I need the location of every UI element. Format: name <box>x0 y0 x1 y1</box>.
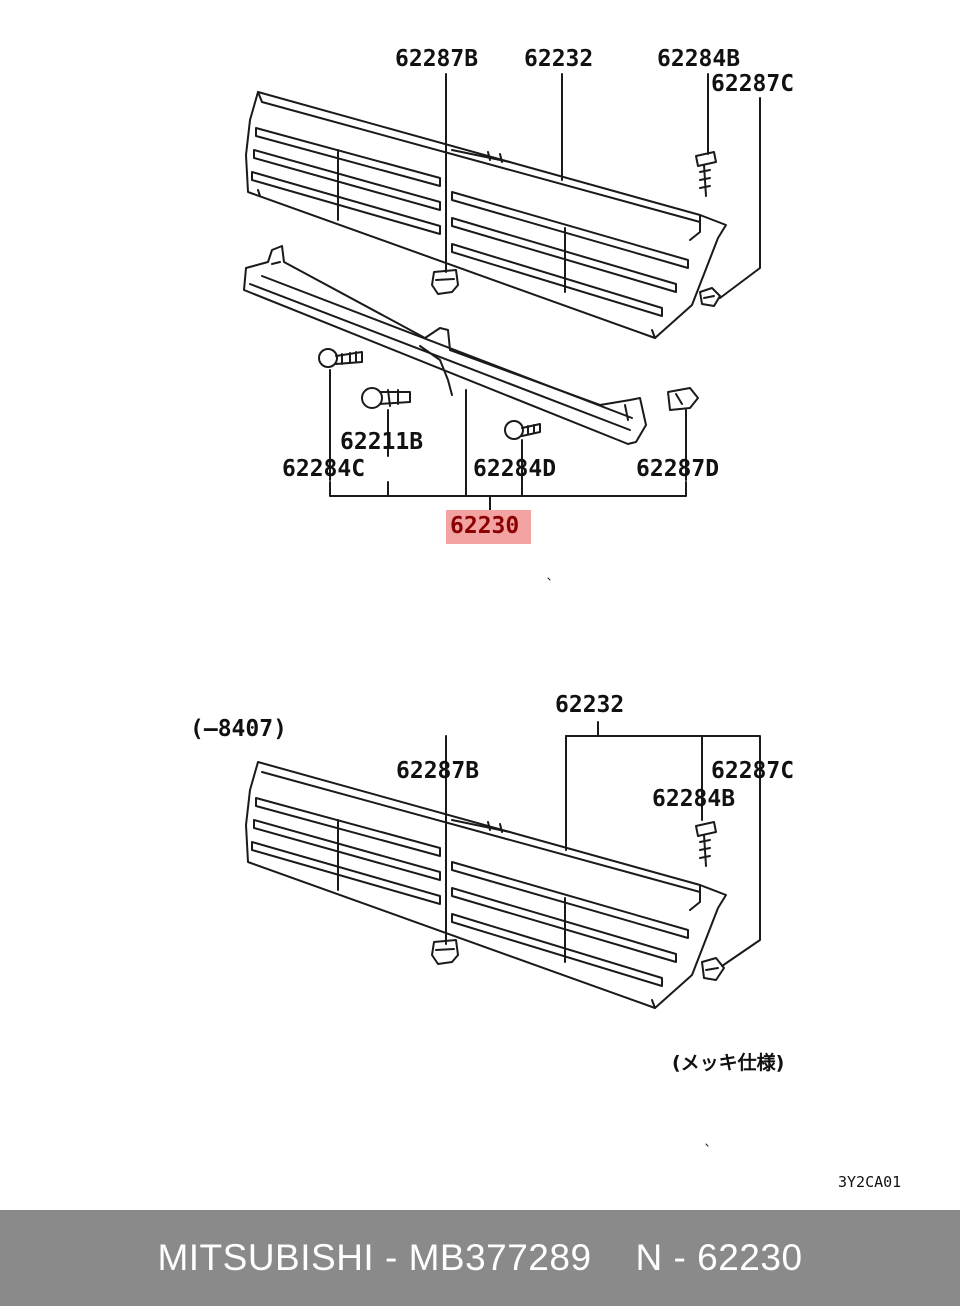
parts-diagram: 62287B 62232 62284B 62287C 62211B 62284C… <box>190 46 902 1191</box>
label-62211B: 62211B <box>340 429 424 455</box>
screw-62284B-top <box>695 151 717 197</box>
screw-62284D <box>504 420 541 440</box>
screw-62284C <box>318 348 363 368</box>
label-62284B-bottom: 62284B <box>652 786 736 812</box>
label-62284B-top: 62284B <box>657 46 741 72</box>
screw-62284B-bottom <box>695 821 717 867</box>
label-range-8407: (—8407) <box>190 716 287 742</box>
footer-brand-part: MITSUBISHI - MB377289 <box>157 1237 592 1278</box>
leader-lines-bottom <box>445 721 761 967</box>
label-62287C-top: 62287C <box>711 71 795 97</box>
upper-grille-top <box>245 91 727 339</box>
label-62232-top: 62232 <box>524 46 594 72</box>
clip-62287B-bottom <box>431 939 459 965</box>
drawing-code: 3Y2CA01 <box>838 1173 902 1191</box>
label-62287B-top: 62287B <box>395 46 479 72</box>
label-62230-highlighted[interactable]: 62230 <box>446 510 532 544</box>
plating-spec-note: (メッキ仕様) <box>672 1052 785 1074</box>
clip-62287C-bottom <box>701 957 725 981</box>
clip-62211B <box>361 387 411 409</box>
label-62287D: 62287D <box>636 456 720 482</box>
label-62284C: 62284C <box>282 456 366 482</box>
diagram-drawing <box>243 73 761 1147</box>
label-62284D: 62284D <box>473 456 557 482</box>
clip-62287D <box>667 387 699 411</box>
footer-bar: MITSUBISHI - MB377289 N - 62230 <box>0 1210 960 1306</box>
clip-62287C-top <box>699 287 721 307</box>
label-62287C-bottom: 62287C <box>711 758 795 784</box>
lower-molding <box>243 245 647 445</box>
label-62232-bottom: 62232 <box>555 692 625 718</box>
footer-ref: N - 62230 <box>635 1237 803 1278</box>
clip-62287B-top <box>431 269 459 295</box>
label-62287B-bottom: 62287B <box>396 758 480 784</box>
leader-lines-top <box>329 73 761 513</box>
upper-grille-bottom <box>245 761 727 1009</box>
